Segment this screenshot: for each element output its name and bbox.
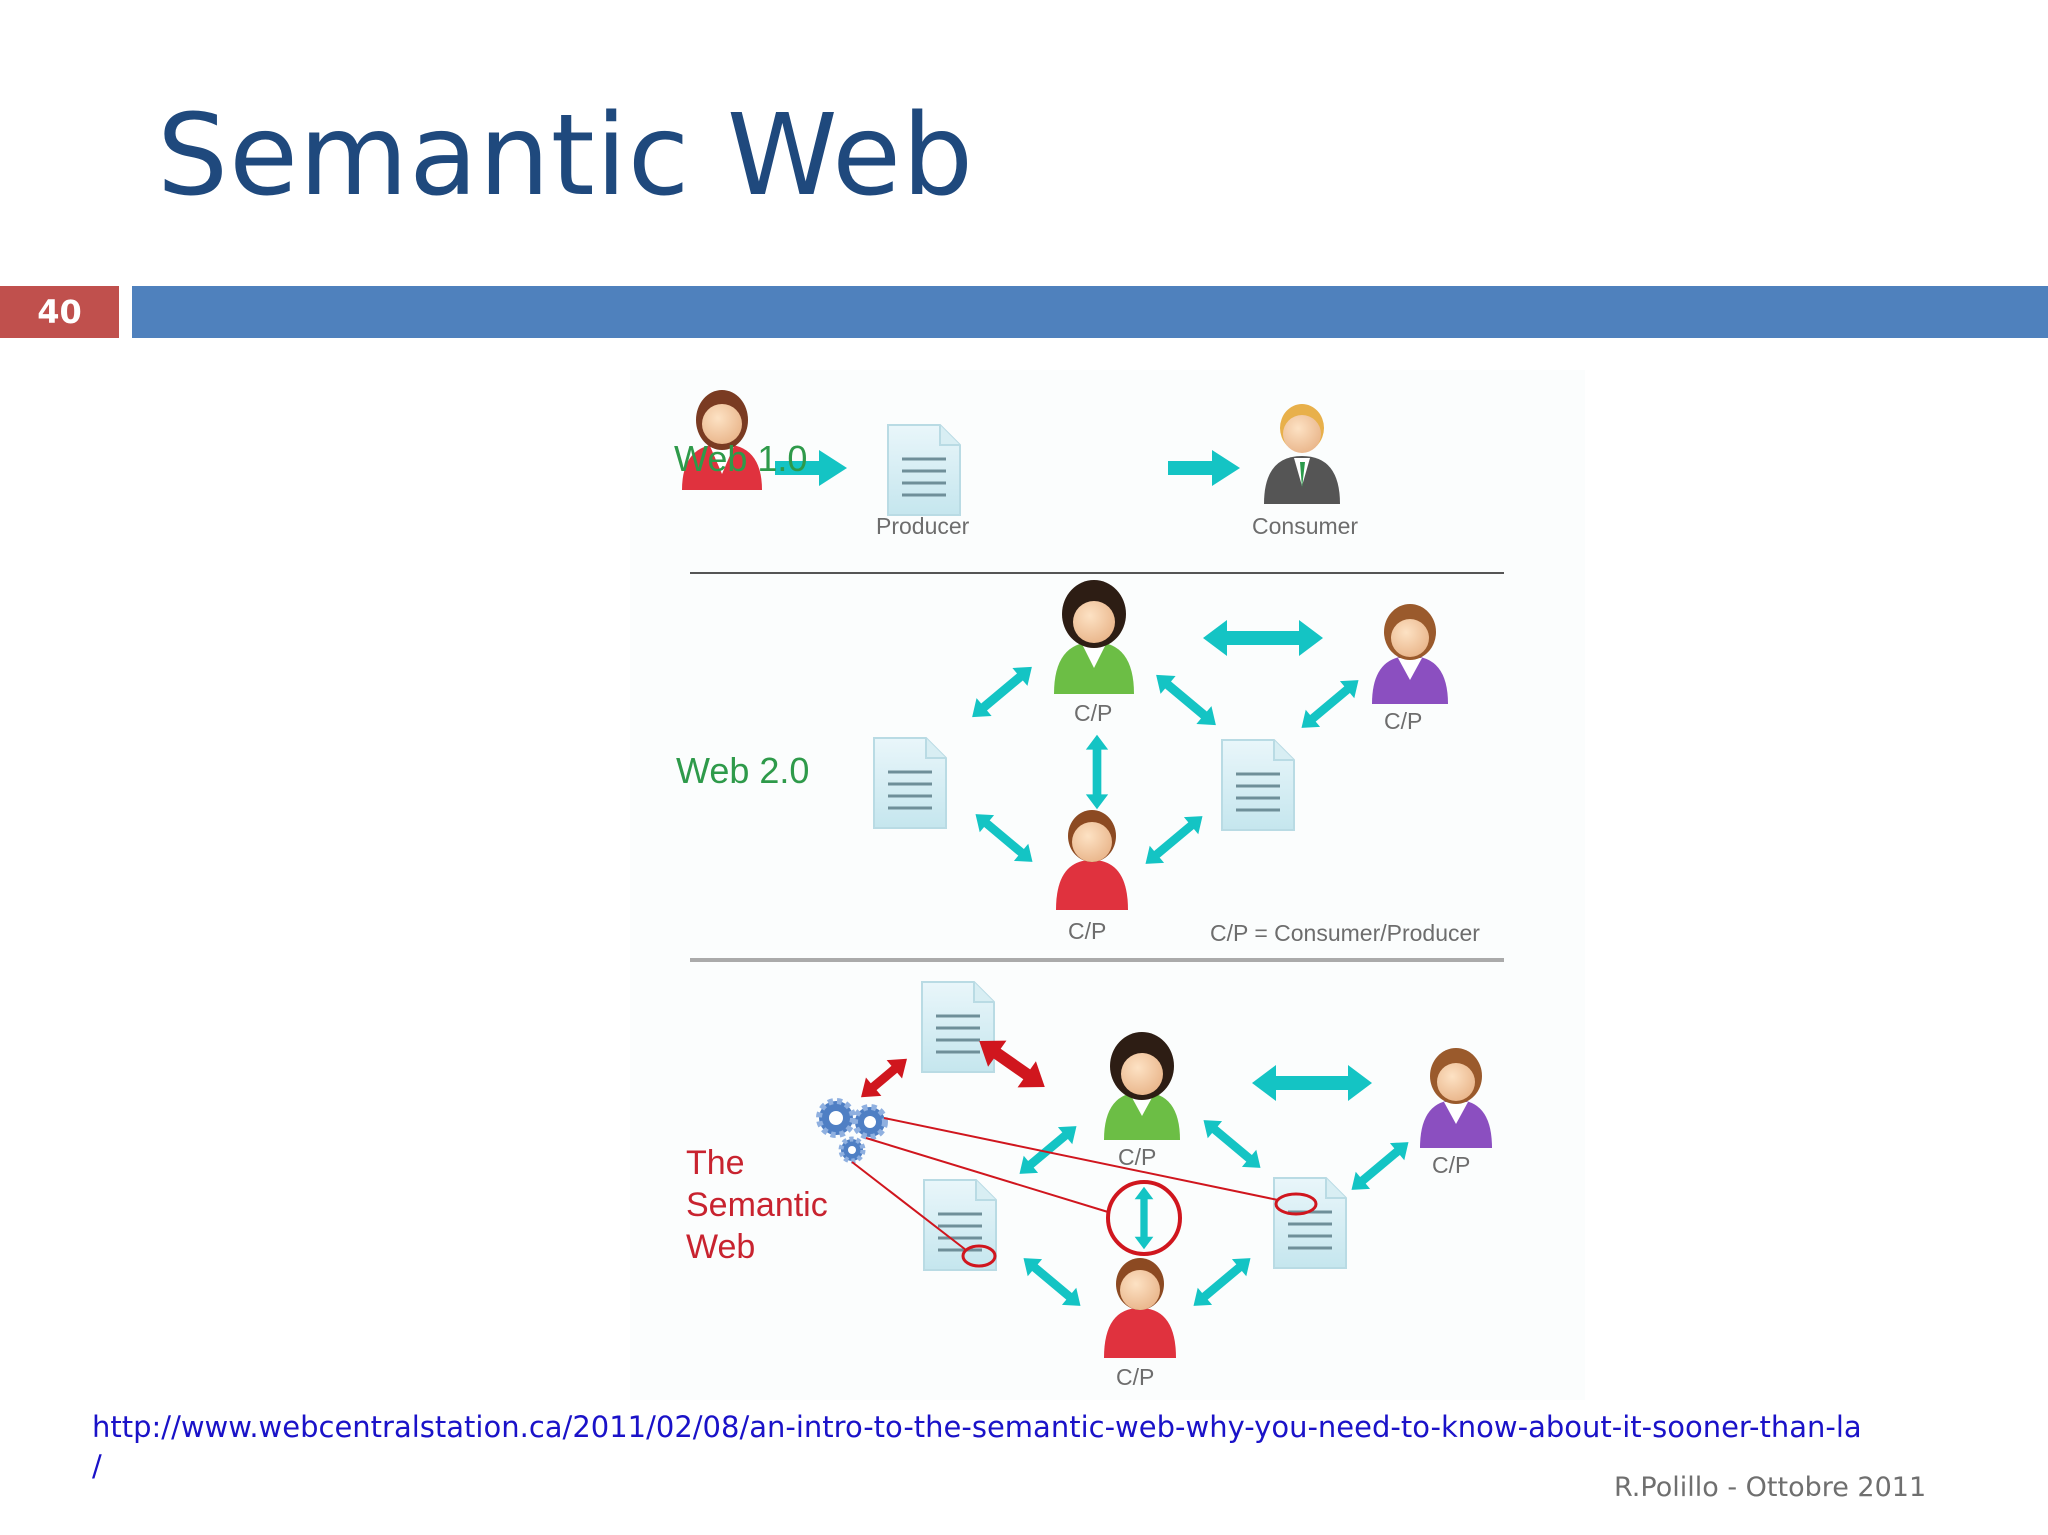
document-icon <box>1220 738 1296 832</box>
arrow-both-icon <box>1344 1133 1416 1199</box>
arrow-both-icon <box>964 657 1040 727</box>
web2-label: Web 2.0 <box>676 750 810 791</box>
producer-label: Producer <box>876 513 970 539</box>
user-green-icon <box>1104 1032 1180 1140</box>
user-red-icon <box>1056 810 1128 910</box>
arrow-both-icon <box>1134 1186 1154 1250</box>
consumer-icon <box>1264 404 1340 504</box>
user-red-icon <box>1104 1258 1176 1358</box>
arrow-both-icon <box>1016 1249 1088 1315</box>
highlight-ellipse <box>1274 1192 1318 1216</box>
slide-number: 40 <box>0 286 119 338</box>
highlight-circle <box>1106 1180 1182 1256</box>
arrow-both-icon <box>968 805 1040 871</box>
source-link[interactable]: http://www.webcentralstation.ca/2011/02/… <box>92 1410 1862 1444</box>
cp-label: C/P <box>1068 918 1107 944</box>
arrow-both-icon <box>1148 665 1224 735</box>
cp-label: C/P <box>1116 1364 1155 1390</box>
arrow-both-icon <box>1138 807 1210 873</box>
arrow-both-icon <box>1252 1065 1372 1101</box>
title-band <box>132 286 2048 338</box>
arrow-both-icon <box>1186 1249 1258 1315</box>
link-line <box>865 1137 1109 1213</box>
user-purple-icon <box>1372 604 1448 704</box>
semantic-web-label: The Semantic Web <box>686 1144 828 1266</box>
document-icon <box>920 980 996 1074</box>
arrow-both-icon <box>1012 1117 1084 1183</box>
document-icon <box>886 423 962 517</box>
slide-title: Semantic Web <box>157 91 975 221</box>
diagram-graphics <box>682 390 1504 1358</box>
arrow-both-icon <box>1196 1111 1268 1177</box>
arrow-right-icon <box>1168 450 1240 486</box>
arrow-red-icon <box>853 1049 915 1107</box>
user-purple-icon <box>1420 1048 1492 1148</box>
cp-label: C/P <box>1074 700 1113 726</box>
document-icon <box>1272 1176 1348 1270</box>
arrow-both-icon <box>1203 620 1323 656</box>
producer-icon <box>682 390 762 490</box>
footer-credit: R.Polillo - Ottobre 2011 <box>1614 1472 1927 1503</box>
user-green-icon <box>1054 580 1134 694</box>
web1-label: Web 1.0 <box>674 438 808 479</box>
document-icon <box>872 736 948 830</box>
web-evolution-diagram: Web 1.0 Producer Consumer Web 2.0 C/P C/… <box>630 370 1585 1400</box>
link-line <box>883 1117 1279 1201</box>
cp-label: C/P <box>1432 1152 1471 1178</box>
arrow-both-icon <box>1085 734 1109 810</box>
arrow-both-icon <box>1294 671 1366 737</box>
highlight-ellipse <box>961 1244 997 1268</box>
cp-legend: C/P = Consumer/Producer <box>1210 920 1480 946</box>
cp-label: C/P <box>1118 1144 1157 1170</box>
source-link-continuation[interactable]: / <box>92 1449 102 1483</box>
link-line <box>851 1161 967 1251</box>
cp-label: C/P <box>1384 708 1423 734</box>
gears-icon <box>816 1098 888 1164</box>
consumer-label: Consumer <box>1252 513 1359 539</box>
